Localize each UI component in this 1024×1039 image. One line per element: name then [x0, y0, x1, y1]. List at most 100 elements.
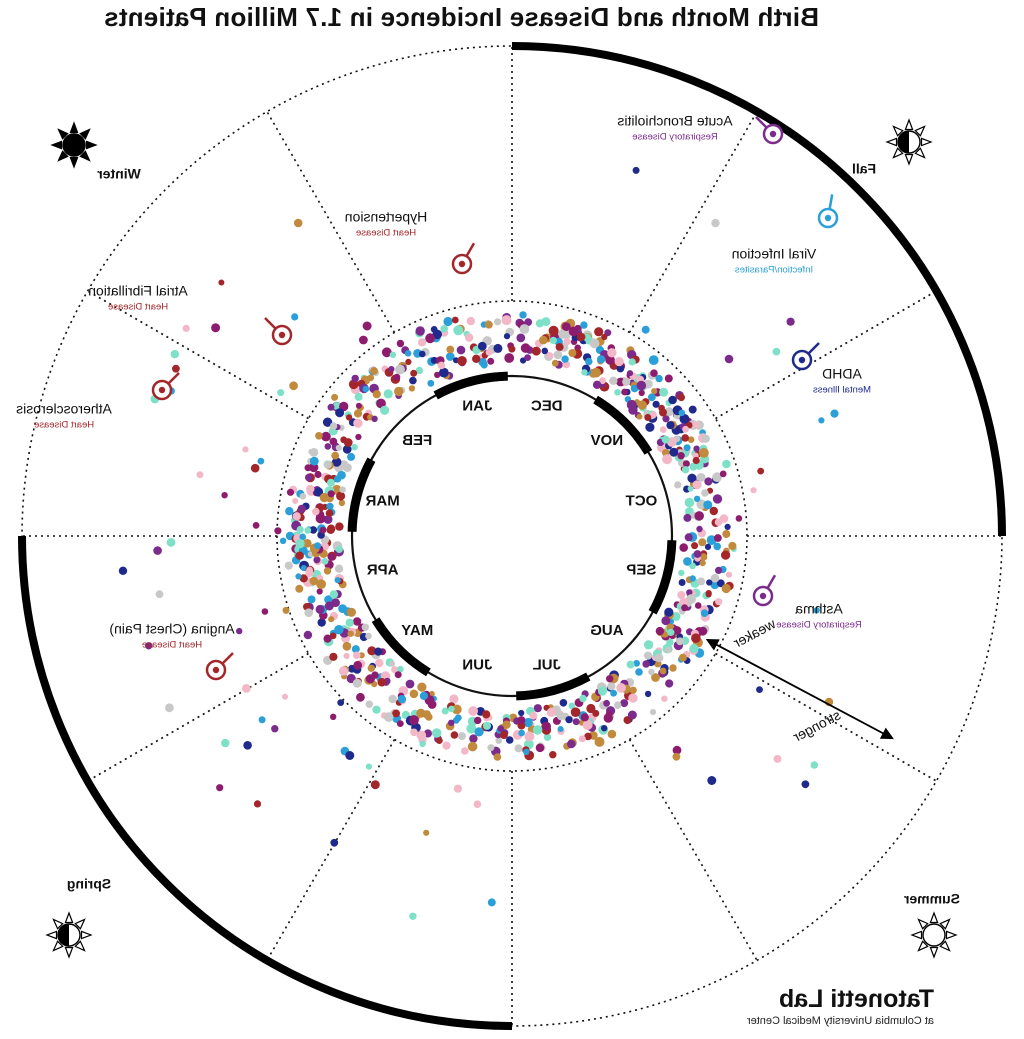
disease-point: [334, 625, 344, 635]
disease-point: [335, 545, 343, 554]
month-label-sep: SEP: [626, 562, 656, 579]
disease-point: [627, 710, 637, 720]
month-arc: [433, 371, 508, 400]
disease-point: [601, 725, 608, 732]
disease-point: [409, 689, 419, 699]
disease-point: [664, 407, 674, 417]
disease-point: [487, 357, 495, 365]
disease-point: [693, 550, 702, 558]
disease-point: [388, 366, 395, 373]
disease-point: [709, 506, 718, 516]
disease-point: [689, 575, 696, 582]
month-label-jun: JUN: [462, 656, 492, 673]
disease-point: [374, 647, 383, 656]
disease-point: [343, 438, 353, 447]
disease-point: [541, 317, 551, 327]
disease-point-outlier: [172, 364, 180, 373]
disease-category: Mental Illness: [813, 385, 871, 396]
disease-name: ADHD: [822, 366, 862, 382]
disease-point: [568, 349, 577, 357]
month-label-feb: FEB: [402, 432, 432, 449]
disease-point: [561, 322, 571, 331]
disease-point: [355, 402, 362, 409]
disease-point: [572, 718, 580, 726]
disease-point: [678, 569, 685, 577]
disease-point: [442, 741, 451, 750]
disease-point: [448, 705, 455, 713]
disease-point: [419, 691, 428, 701]
disease-point: [652, 400, 660, 408]
disease-point: [451, 704, 462, 715]
disease-point: [721, 583, 731, 594]
disease-point: [329, 652, 338, 661]
disease-point: [683, 513, 692, 522]
disease-point: [712, 494, 723, 504]
disease-point: [597, 686, 608, 696]
disease-point: [655, 626, 665, 636]
disease-point: [335, 408, 345, 418]
disease-category: Infection/Parasites: [735, 265, 813, 276]
disease-point: [541, 347, 549, 355]
month-ring-base: [350, 374, 674, 698]
disease-point: [314, 542, 322, 550]
disease-point: [543, 733, 552, 741]
disease-point: [581, 369, 588, 376]
disease-point: [505, 736, 514, 744]
month-divider: [266, 111, 396, 333]
disease-point: [524, 318, 533, 326]
disease-point: [674, 481, 682, 489]
disease-point: [684, 497, 695, 508]
disease-point: [286, 488, 295, 496]
disease-point: [435, 737, 443, 744]
disease-point: [714, 534, 722, 542]
summer-band: [18, 535, 513, 1030]
disease-point: [620, 699, 629, 708]
disease-point-outlier: [724, 354, 734, 364]
disease-point: [669, 447, 679, 457]
disease-point: [601, 333, 608, 341]
disease-point: [416, 708, 426, 718]
disease-point: [456, 345, 466, 355]
disease-point: [724, 523, 731, 531]
disease-point: [474, 727, 484, 737]
disease-point: [485, 320, 493, 329]
disease-point: [691, 542, 699, 550]
disease-point: [477, 341, 487, 351]
disease-point: [331, 393, 339, 401]
month-label-jul: JUL: [533, 656, 561, 673]
disease-point: [609, 376, 618, 385]
disease-point-outlier: [345, 751, 355, 760]
disease-point: [299, 493, 307, 500]
disease-point: [295, 573, 302, 580]
disease-point: [580, 713, 589, 722]
disease-point: [628, 693, 638, 703]
disease-point: [334, 564, 344, 573]
disease-point: [323, 567, 332, 575]
disease-point: [439, 367, 449, 378]
disease-point: [668, 395, 677, 405]
disease-point: [693, 495, 701, 502]
disease-point: [295, 539, 305, 549]
disease-name: Acute Bronchiolitis: [617, 113, 732, 129]
disease-point: [715, 566, 723, 575]
lab-credit: Tatonetti Lab at Columbia University Med…: [747, 985, 934, 1027]
disease-point: [316, 588, 323, 595]
disease-point: [333, 475, 342, 483]
disease-point: [353, 660, 363, 670]
disease-point: [315, 513, 326, 524]
disease-point: [541, 721, 551, 732]
disease-point: [725, 571, 733, 578]
disease-point: [517, 716, 526, 725]
disease-point: [432, 329, 442, 340]
disease-point: [664, 374, 673, 383]
disease-point: [677, 393, 685, 402]
disease-point: [523, 748, 530, 755]
sun-icon: [45, 911, 93, 959]
disease-point: [665, 679, 674, 688]
disease-point: [559, 699, 568, 707]
disease-point: [317, 618, 326, 627]
disease-point: [649, 411, 657, 419]
disease-point: [681, 604, 689, 612]
disease-point: [722, 530, 731, 538]
